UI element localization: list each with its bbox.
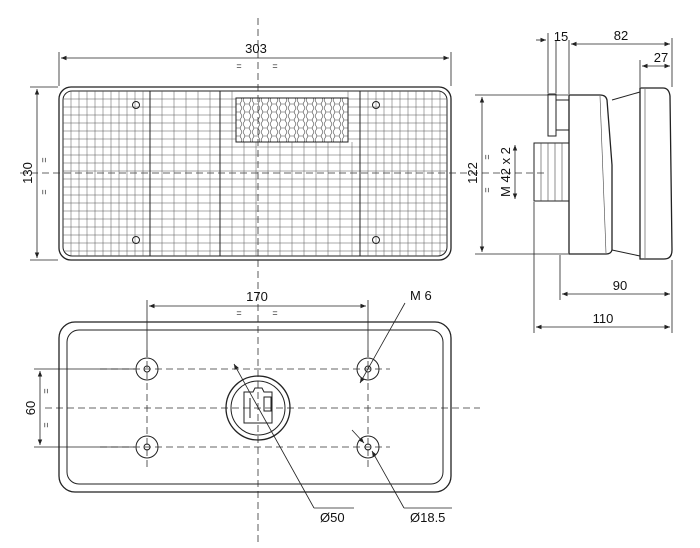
lens-profile [639,87,673,260]
dimension-mount-height: 60 = = [23,368,135,448]
side-view [533,87,673,260]
label-bolt: M 6 [410,288,432,303]
label-side-height: 122 [465,162,480,184]
lens-inner-outline [62,90,448,257]
screw-hole-icon [132,101,140,109]
dimension-thread: M 42 x 2 [498,145,518,199]
label-side-82: 82 [614,28,628,43]
callout-connector-diameter: Ø50 [233,363,354,525]
label-thread: M 42 x 2 [498,147,513,197]
lamp-outline [58,86,452,261]
dimension-side-height: 122 = = [465,94,568,255]
screw-hole-icon [132,236,140,244]
callout-bolt: M 6 [359,288,432,384]
svg-text:=: = [236,308,241,318]
front-view [58,86,452,261]
svg-text:=: = [41,388,51,393]
dimension-overall-width: 303 = = [58,41,452,86]
screw-hole-icon [372,236,380,244]
dimension-hole-spacing: 170 = = [146,289,369,357]
mounting-stud [547,93,557,137]
svg-text:=: = [272,308,277,318]
callout-hole-diameter: Ø18.5 [351,429,452,525]
dimension-front-height: 130 = = [20,86,58,261]
housing-body [568,94,613,255]
svg-text:=: = [39,189,49,194]
threaded-connector [533,142,570,202]
dimension-side-90: 90 [559,255,673,300]
svg-text:=: = [39,157,49,162]
dimension-side-110: 110 [533,202,673,333]
lens-grid [63,91,447,256]
label-overall-width: 303 [245,41,267,56]
label-front-height: 130 [20,162,35,184]
label-mount-height: 60 [23,401,38,415]
svg-text:=: = [482,187,492,192]
connector-socket [225,375,291,441]
label-side-15: 15 [554,29,568,44]
label-hole-diameter: Ø18.5 [410,510,445,525]
label-hole-spacing: 170 [246,289,268,304]
screw-hole-icon [372,101,380,109]
label-side-90: 90 [613,278,627,293]
label-side-110: 110 [593,311,614,326]
dimension-side-27: 27 [639,50,670,87]
label-connector-diameter: Ø50 [320,510,345,525]
dimension-side-82: 82 [571,28,673,87]
svg-text:=: = [272,61,277,71]
back-outline [58,321,452,493]
svg-text:=: = [236,61,241,71]
back-view [58,321,452,493]
svg-text:=: = [482,154,492,159]
back-inner-outline [66,329,444,485]
label-side-27: 27 [654,50,668,65]
dimension-stud-15: 15 [536,29,570,94]
svg-text:=: = [41,422,51,427]
reflector-area [235,97,349,143]
